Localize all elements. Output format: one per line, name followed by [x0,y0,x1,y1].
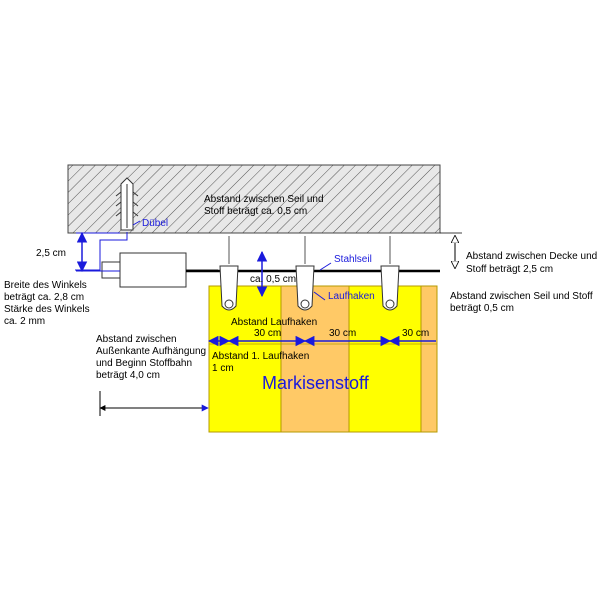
label-gap-cable-fabric-right-1: Abstand zwischen Seil und Stoff [450,291,593,302]
label-ceiling-gap-2: Stoff beträgt 2,5 cm [466,264,553,275]
dim-outer-edge [99,391,209,416]
label-markisenstoff: Markisenstoff [262,373,370,393]
label-ceiling-gap-1: Abstand zwischen Decke und [466,251,597,262]
label-30cm-a: 30 cm [254,328,281,339]
label-30cm-b: 30 cm [329,328,356,339]
label-bracket-4: ca. 2 mm [4,316,45,327]
label-bracket-3: Stärke des Winkels [4,304,90,315]
dim-2-5cm [76,231,120,273]
label-gap-cable-fabric-top-2: Stoff beträgt ca. 0,5 cm [204,206,307,217]
label-gap-cable-fabric-top-1: Abstand zwischen Seil und [204,194,324,205]
label-abstand-laufhaken: Abstand Laufhaken [231,317,317,328]
label-outer-edge-4: beträgt 4,0 cm [96,370,160,381]
running-hook-3 [380,236,400,311]
label-bracket-2: beträgt ca. 2,8 cm [4,292,84,303]
awning-fabric [208,285,438,433]
label-stahlseil: Stahlseil [334,254,372,265]
label-laufhaken: Laufhaken [328,291,375,302]
label-2-5cm: 2,5 cm [36,248,66,259]
label-first-hook-1: Abstand 1. Laufhaken [212,351,309,362]
running-hook-1 [219,236,239,311]
label-30cm-c: 30 cm [402,328,429,339]
label-bracket-1: Breite des Winkels [4,280,87,291]
label-ca-0-5cm: ca. 0,5 cm [250,274,296,285]
wall-plug-icon [115,177,139,231]
leader-lines [75,220,332,301]
label-first-hook-2: 1 cm [212,363,234,374]
label-duebel: Dübel [142,218,168,229]
label-outer-edge-1: Abstand zwischen [96,334,177,345]
running-hook-2 [295,236,315,311]
label-outer-edge-2: Außenkante Aufhängung [96,346,206,357]
label-outer-edge-3: und Beginn Stoffbahn [96,358,192,369]
label-gap-cable-fabric-right-2: beträgt 0,5 cm [450,303,514,314]
